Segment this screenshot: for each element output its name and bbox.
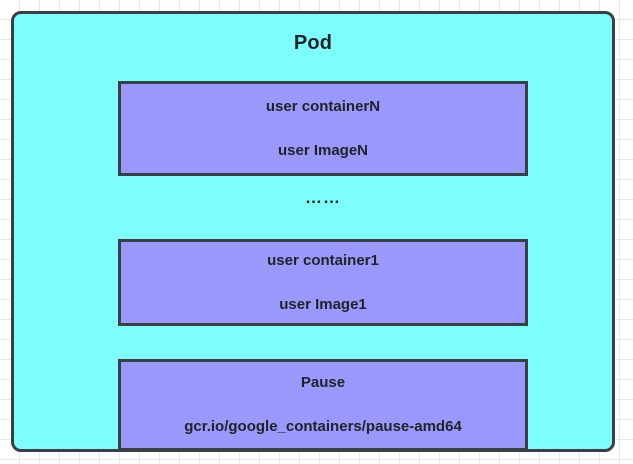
container-box-user-container-n: user containerN user ImageN: [118, 81, 528, 176]
container-image-label: gcr.io/google_containers/pause-amd64: [184, 418, 462, 435]
container-image-label: user Image1: [279, 295, 367, 313]
container-name-label: Pause: [300, 374, 346, 391]
container-box-user-container-1: user container1 user Image1: [118, 239, 528, 326]
ellipsis-separator: ……: [305, 188, 341, 207]
pod-title: Pod: [293, 32, 333, 54]
container-box-pause: Pause gcr.io/google_containers/pause-amd…: [118, 359, 528, 451]
pod-container: Pod user containerN user ImageN …… user …: [11, 11, 615, 452]
container-image-label: user ImageN: [277, 141, 369, 159]
container-name-label: user container1: [267, 251, 379, 269]
container-name-label: user containerN: [265, 97, 381, 115]
